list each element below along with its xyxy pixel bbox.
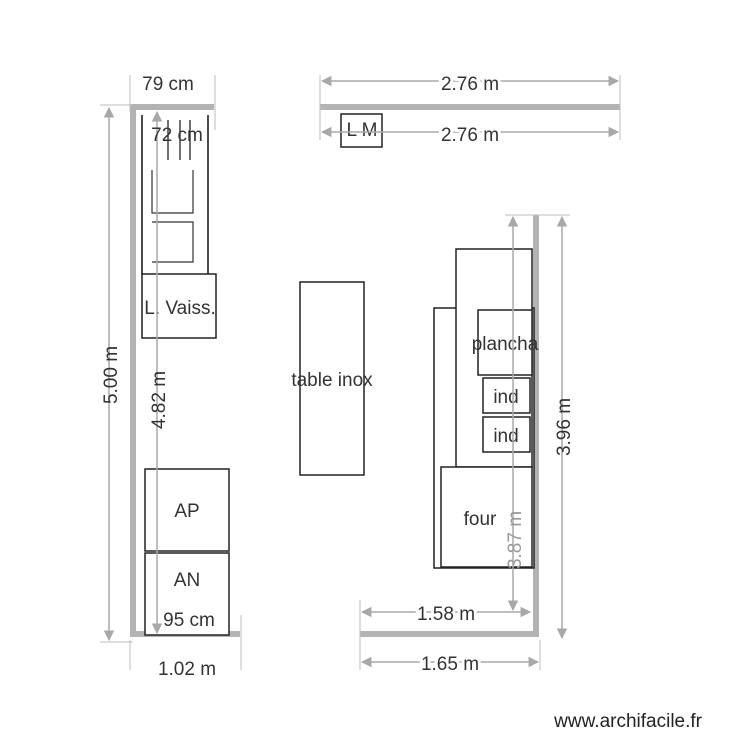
dim-top-wall-inner: 2.76 m <box>441 125 499 146</box>
induction-1-label: ind <box>493 387 518 408</box>
plancha-label: plancha <box>472 334 539 355</box>
right-wall <box>360 215 539 637</box>
table-box <box>299 281 365 476</box>
an-label: AN <box>174 570 200 591</box>
dim-bottom-right-inner: 1.58 m <box>417 604 475 625</box>
dim-left-inner: 4.82 m <box>149 371 170 429</box>
dim-bottom-left-outer: 1.02 m <box>158 659 216 680</box>
plancha-box <box>477 309 533 376</box>
induction-2-label: ind <box>493 426 518 447</box>
dimension-lines <box>100 75 621 670</box>
sink-unit <box>141 115 209 275</box>
induction-1-box <box>482 377 531 414</box>
dim-bottom-left-inner: 95 cm <box>163 610 215 631</box>
dishwasher-label: L. Vaiss. <box>144 298 215 319</box>
dim-top-wall-outer: 2.76 m <box>441 74 499 95</box>
dim-right-inner: 3.87 m <box>505 511 526 569</box>
ap-label: AP <box>174 501 199 522</box>
oven-label: four <box>464 509 497 530</box>
watermark: www.archifacile.fr <box>553 711 702 732</box>
dim-bottom-right-outer: 1.65 m <box>421 654 479 675</box>
dim-left-outer: 5.00 m <box>101 346 122 404</box>
lm-label: L M <box>347 120 378 141</box>
dim-top-left-inner: 72 cm <box>151 125 203 146</box>
induction-2-box <box>482 416 531 453</box>
dim-right-outer: 3.96 m <box>554 398 575 456</box>
dim-top-left-width: 79 cm <box>142 74 194 95</box>
table-label: table inox <box>291 370 373 391</box>
